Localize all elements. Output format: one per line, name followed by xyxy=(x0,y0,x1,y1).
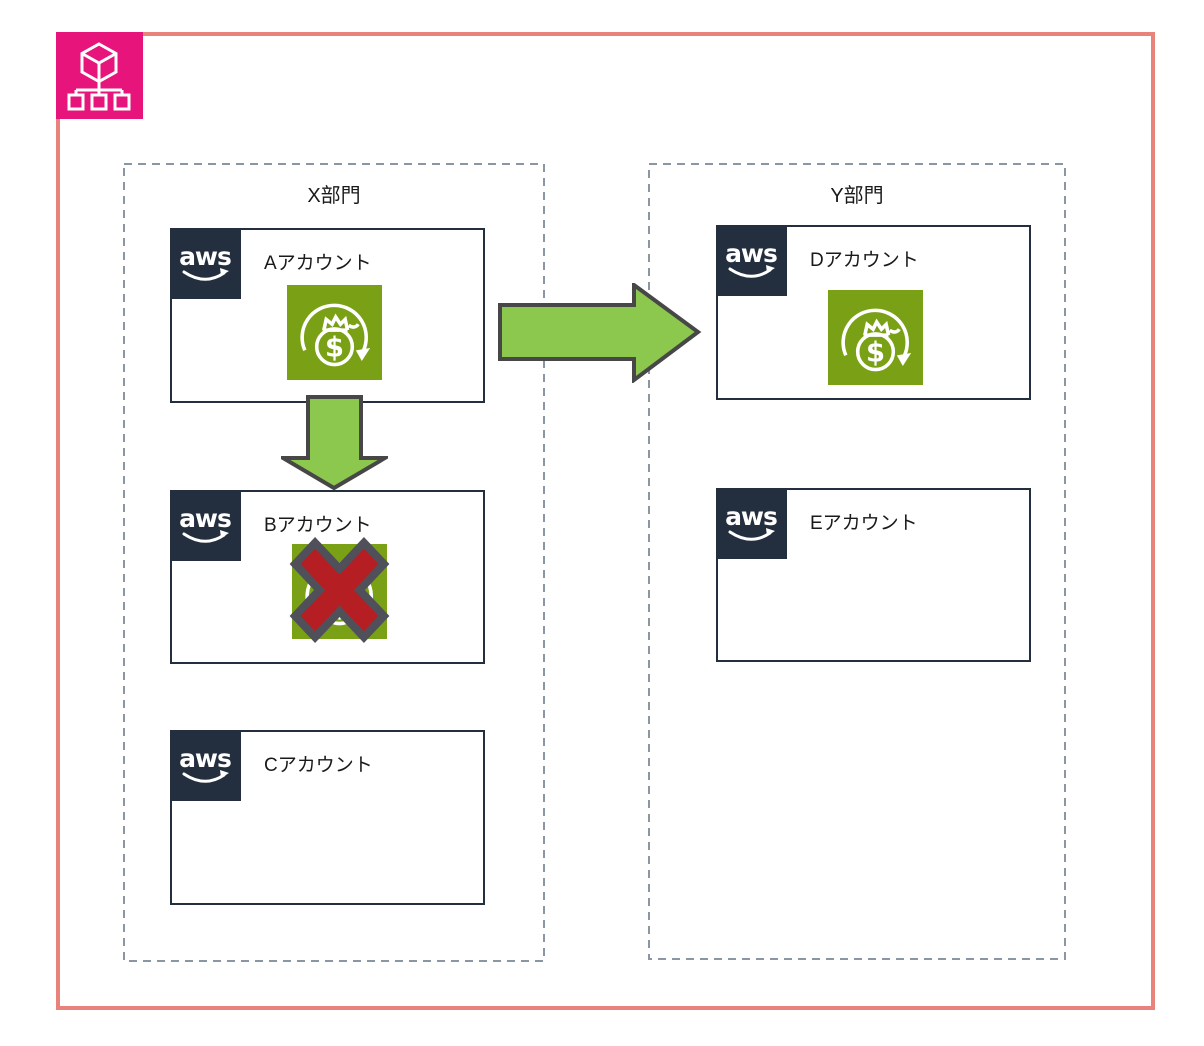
account-box-d: aws Dアカウント $ xyxy=(716,225,1031,400)
account-c-label: Cアカウント xyxy=(264,755,373,776)
account-box-b: aws Bアカウント $ xyxy=(170,490,485,664)
account-d-label: Dアカウント xyxy=(810,250,919,271)
savings-plans-icon: $ xyxy=(287,285,382,380)
aws-logo-badge: aws xyxy=(716,225,787,296)
aws-logo-badge: aws xyxy=(170,730,241,801)
organizations-boundary xyxy=(56,32,1155,1010)
aws-logo-text: aws xyxy=(725,502,777,531)
aws-logo-badge: aws xyxy=(170,228,241,299)
group-x-division: X部門 xyxy=(123,163,545,962)
aws-logo-badge: aws xyxy=(170,490,241,561)
group-y-division: Y部門 xyxy=(648,163,1066,960)
group-x-label: X部門 xyxy=(307,185,361,207)
aws-logo-text: aws xyxy=(179,242,231,271)
account-box-e: aws Eアカウント xyxy=(716,488,1031,662)
account-box-a: aws Aアカウント $ xyxy=(170,228,485,403)
savings-symbol: $ xyxy=(866,337,885,368)
account-b-label: Bアカウント xyxy=(264,515,372,536)
group-x-border xyxy=(123,163,545,962)
group-y-border xyxy=(648,163,1066,960)
account-e-label: Eアカウント xyxy=(810,513,918,534)
savings-symbol: $ xyxy=(325,332,344,363)
aws-logo-badge: aws xyxy=(716,488,787,559)
account-a-label: Aアカウント xyxy=(264,253,372,274)
arrow-a-to-d xyxy=(498,283,702,383)
aws-logo-text: aws xyxy=(725,239,777,268)
group-y-label: Y部門 xyxy=(830,185,884,207)
aws-logo-text: aws xyxy=(179,504,231,533)
savings-plans-icon: $ xyxy=(828,290,923,385)
account-box-c: aws Cアカウント xyxy=(170,730,485,905)
aws-organizations-icon xyxy=(56,32,143,119)
aws-logo-text: aws xyxy=(179,744,231,773)
arrow-a-to-b xyxy=(281,395,388,491)
prohibited-x-icon xyxy=(284,531,395,649)
